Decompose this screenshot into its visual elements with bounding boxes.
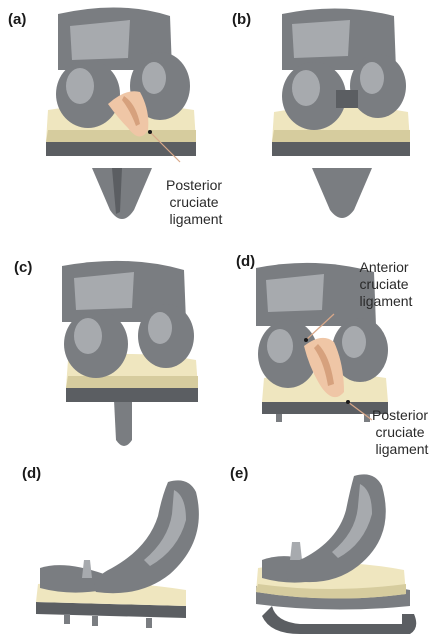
- pcl-pointer-dot: [346, 400, 350, 404]
- pcl-pointer-dot: [148, 130, 152, 134]
- panel-c-label: (c): [14, 259, 32, 276]
- cam-post: [336, 90, 358, 108]
- panel-d-bottom-label: (d): [22, 465, 41, 482]
- femoral-flange-highlight: [266, 274, 324, 312]
- panel-b: (b): [232, 8, 410, 218]
- tibial-peg: [276, 414, 282, 422]
- femoral-component-side: [94, 480, 199, 593]
- panel-a: (a) Posterior cruciate ligament: [8, 7, 226, 227]
- tibial-stem: [312, 168, 372, 218]
- panel-d-fixed-bearing-side: (d): [22, 465, 199, 628]
- tibial-peg: [146, 618, 152, 628]
- pcl-annotation-d: Posterior cruciate ligament: [372, 407, 432, 457]
- tibial-stem: [92, 168, 152, 219]
- panel-b-label: (b): [232, 11, 251, 28]
- panel-e-mobile-bearing: (e): [230, 465, 416, 634]
- tibial-stem: [114, 400, 132, 446]
- femoral-flange-highlight: [74, 272, 134, 310]
- medial-condyle-highlight: [74, 318, 102, 354]
- panel-d-bicruciate: (d) Anterior cruciate ligament Posterior…: [236, 253, 432, 457]
- tibial-peg: [92, 616, 98, 626]
- medial-condyle-highlight: [292, 70, 320, 106]
- polyethylene-insert-edge: [46, 130, 196, 142]
- lateral-condyle-highlight: [148, 312, 172, 344]
- polyethylene-insert-edge: [272, 130, 410, 142]
- lateral-condyle-highlight: [342, 326, 366, 358]
- medial-condyle-highlight: [267, 329, 293, 363]
- acl-pointer-dot: [304, 338, 308, 342]
- polyethylene-insert-edge: [66, 376, 198, 388]
- medial-condyle-highlight: [66, 68, 94, 104]
- lateral-condyle-highlight: [142, 62, 166, 94]
- femoral-flange-highlight: [70, 20, 130, 60]
- stabilizing-post: [290, 542, 302, 560]
- tibial-tray: [46, 142, 196, 156]
- panel-d-label: (d): [236, 253, 255, 270]
- acl-annotation: Anterior cruciate ligament: [360, 259, 413, 309]
- tibial-tray: [262, 402, 388, 414]
- tibial-tray: [272, 142, 410, 156]
- panel-e-label: (e): [230, 465, 248, 482]
- stabilizing-post: [82, 560, 92, 578]
- lateral-condyle-highlight: [360, 62, 384, 94]
- femoral-flange-highlight: [292, 20, 350, 58]
- tibial-tray-base: [262, 606, 416, 634]
- tibial-peg: [64, 614, 70, 624]
- panel-c: (c): [14, 259, 198, 446]
- panel-a-label: (a): [8, 11, 26, 28]
- tibial-tray: [66, 388, 198, 402]
- pcl-annotation-a: Posterior cruciate ligament: [166, 177, 226, 227]
